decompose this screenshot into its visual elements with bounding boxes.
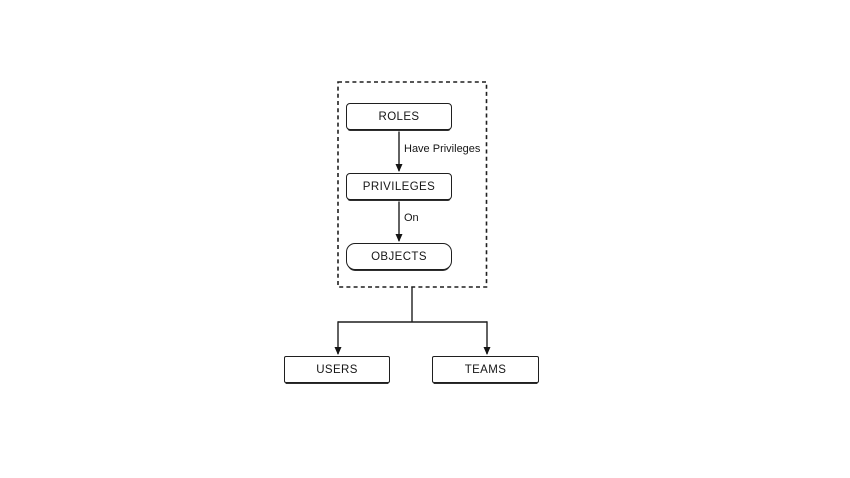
- node-objects[interactable]: OBJECTS: [346, 243, 452, 270]
- node-objects-label: OBJECTS: [371, 250, 427, 263]
- node-users[interactable]: USERS: [284, 356, 390, 383]
- node-roles[interactable]: ROLES: [346, 103, 452, 130]
- node-users-label: USERS: [316, 363, 358, 376]
- node-roles-label: ROLES: [378, 110, 420, 123]
- node-privileges-label: PRIVILEGES: [362, 180, 436, 193]
- edge-label-on: On: [403, 212, 420, 224]
- node-teams-label: TEAMS: [464, 363, 507, 376]
- node-teams[interactable]: TEAMS: [432, 356, 539, 383]
- node-privileges[interactable]: PRIVILEGES: [346, 173, 452, 200]
- edge-label-have-privileges: Have Privileges: [403, 143, 482, 155]
